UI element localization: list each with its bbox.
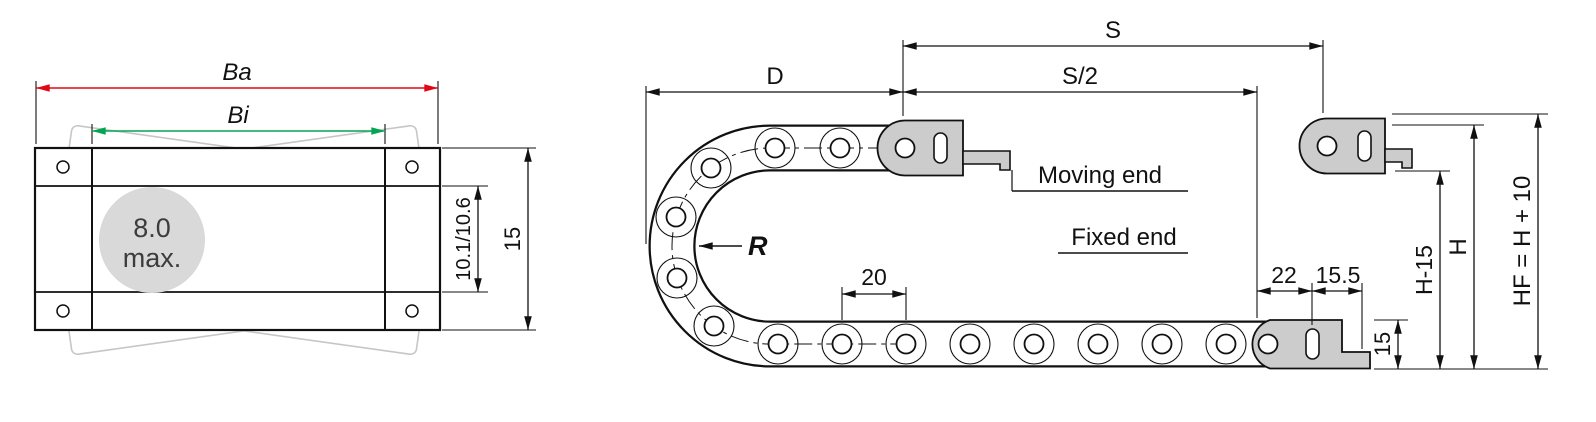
moving-end-bracket (876, 119, 1011, 177)
pin-offset-label: 22 (1271, 262, 1297, 288)
link-outer-frame (33, 146, 442, 332)
max-cable-circle (99, 187, 205, 293)
h-dimension: H (1392, 124, 1484, 369)
side-view: S D S/2 R Moving end Fixed end (645, 17, 1548, 370)
h-minus-15-label: H-15 (1411, 245, 1437, 295)
ba-dimension-label: Ba (222, 59, 251, 86)
moving-end-callout: Moving end (1011, 162, 1188, 192)
outer-height-dimension: 15 (442, 147, 536, 331)
fixed-end-slot (1305, 328, 1320, 360)
h-minus-15-dimension: H-15 (1395, 170, 1450, 369)
s-half-dimension-label: S/2 (1062, 63, 1098, 90)
pivot-hole-icon (56, 304, 70, 318)
hf-dimension: HF = H + 10 (1392, 113, 1548, 369)
pitch-dimension: 20 (841, 264, 907, 320)
chain-band (648, 124, 1292, 368)
s-dimension-label: S (1105, 17, 1121, 44)
ba-dimension: Ba (35, 59, 439, 144)
chain-pin-holes (665, 137, 1237, 355)
moving-end-bracket-tab (962, 150, 1011, 171)
chain-height-dimension: 15 (1370, 319, 1408, 369)
bi-dimension: Bi (91, 102, 386, 144)
d-dimension: D (645, 63, 903, 244)
bi-dimension-label: Bi (227, 102, 249, 129)
outer-height-label: 15 (500, 227, 525, 251)
pivot-hole-icon (405, 160, 419, 174)
chain-centerline (671, 147, 918, 345)
inner-height-label: 10.1/10.6 (453, 197, 475, 280)
link-end-circles (655, 127, 1247, 365)
pivot-hole-icon (56, 160, 70, 174)
fixed-end-pin-hole (1257, 333, 1279, 355)
link-body: 8.0 max. (33, 146, 442, 332)
hf-dimension-label: HF = H + 10 (1509, 176, 1536, 307)
front-view: 8.0 max. Ba Bi 10.1/10.6 (33, 59, 536, 356)
h-dimension-label: H (1445, 238, 1472, 255)
fixed-end-label: Fixed end (1071, 224, 1176, 251)
max-cable-diameter-value: 8.0 (133, 213, 171, 243)
d-dimension-label: D (766, 63, 783, 90)
mounting-bracket-pin-hole (1316, 135, 1338, 157)
chain-height-label: 15 (1370, 332, 1395, 356)
max-cable-diameter-unit: max. (123, 243, 182, 273)
mounting-bracket (1298, 117, 1413, 175)
mounting-bracket-tab (1384, 148, 1413, 169)
moving-end-label: Moving end (1038, 162, 1162, 189)
s-half-dimension: S/2 (903, 63, 1258, 318)
moving-end-slot (933, 132, 948, 164)
s-dimension: S (902, 17, 1324, 116)
radius-label: R (748, 231, 768, 261)
pivot-hole-icon (405, 304, 419, 318)
moving-end-pin-hole (894, 137, 916, 159)
inner-height-dimension: 10.1/10.6 (442, 185, 488, 293)
radius-callout: R (699, 231, 768, 261)
fixed-end-callout: Fixed end (1058, 224, 1188, 254)
fixed-end-dimensions: 22 15.5 (1257, 262, 1363, 349)
mounting-bracket-slot (1357, 130, 1372, 162)
fixed-end-bracket (1251, 319, 1371, 370)
mounting-bracket-body (1298, 117, 1386, 175)
pitch-dimension-label: 20 (861, 264, 887, 290)
moving-end-bracket-body (876, 119, 964, 177)
bracket-offset-label: 15.5 (1316, 262, 1361, 288)
pivot-holes (56, 160, 419, 318)
